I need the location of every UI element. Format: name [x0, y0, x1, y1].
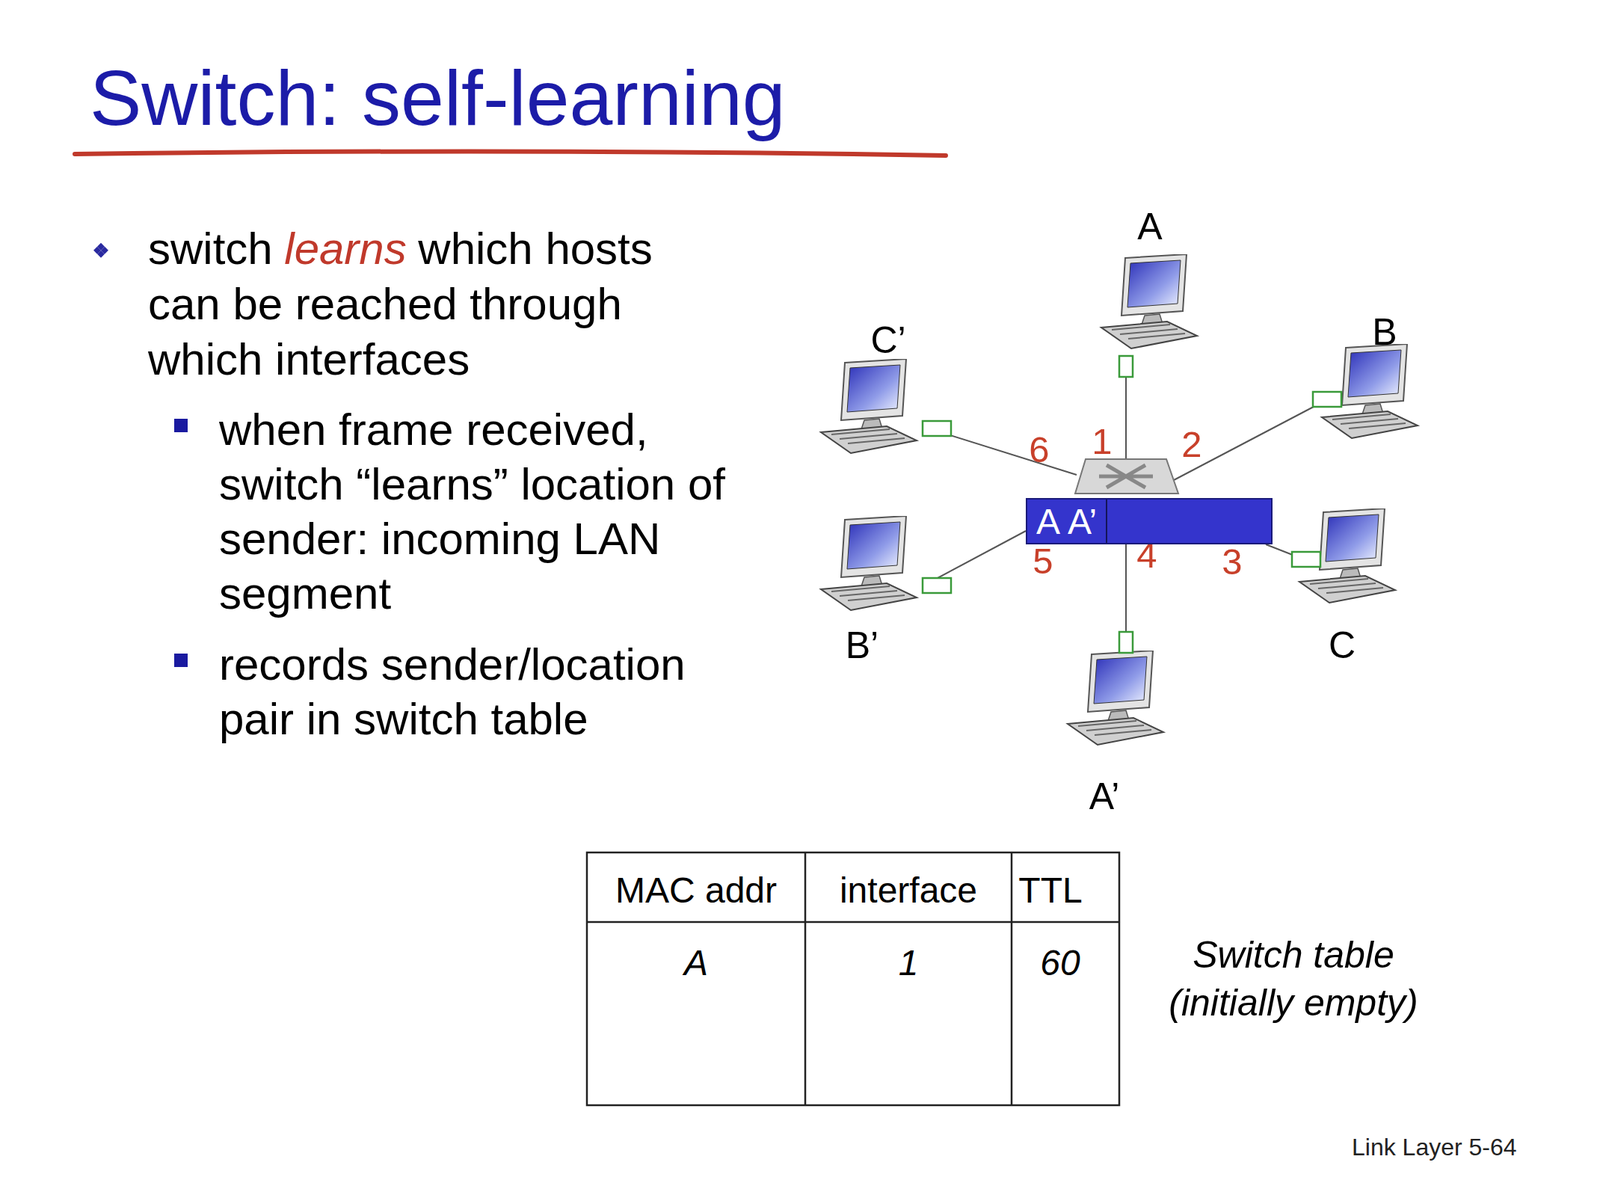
host-label: A’ — [1089, 774, 1120, 818]
interface-number: 6 — [1028, 428, 1049, 471]
frame-fields: AA’ — [1036, 500, 1097, 543]
table-header: TTL — [1018, 869, 1082, 911]
interface-number: 3 — [1221, 540, 1242, 583]
table-caption: Switch table (initially empty) — [1147, 930, 1440, 1027]
host-label: C — [1328, 623, 1356, 667]
frame-field: A — [1036, 500, 1061, 543]
frame-field: A’ — [1067, 500, 1097, 543]
interface-number: 1 — [1091, 420, 1112, 463]
frame-bar: AA’ — [1025, 497, 1273, 545]
switch-icon — [1075, 459, 1179, 494]
computers — [820, 254, 1418, 745]
bullet-square — [174, 653, 188, 667]
bullet-text: switchlearnswhich hosts can be reached t… — [148, 221, 724, 388]
table-cell: 60 — [1040, 942, 1080, 984]
bullet-text: switch — [148, 223, 273, 274]
interface-number: 2 — [1181, 423, 1202, 466]
host-label: B’ — [845, 623, 879, 667]
interface-number: 5 — [1032, 539, 1053, 582]
nic — [922, 355, 1342, 653]
bullet-diamond — [93, 242, 109, 258]
sub-bullet-text: records sender/location pair in switch t… — [219, 637, 758, 747]
table-header: MAC addr — [615, 869, 777, 911]
host-label: C’ — [870, 318, 906, 362]
slide-title: Switch: self-learning — [89, 53, 786, 143]
frame-divider — [1105, 499, 1108, 543]
slide-footer: Link Layer 5-64 — [1351, 1133, 1518, 1162]
emphasis-word: learns — [284, 223, 406, 274]
bullet-square — [174, 418, 188, 433]
sub-bullet-text: when frame received, switch “learns” loc… — [219, 402, 758, 621]
table-cell: 1 — [898, 942, 919, 984]
table-cell: A — [684, 942, 709, 984]
table-header: interface — [839, 869, 978, 911]
host-label: A — [1137, 204, 1162, 249]
links — [926, 367, 1327, 641]
host-label: B — [1371, 310, 1397, 354]
table-grid — [586, 852, 1120, 1106]
